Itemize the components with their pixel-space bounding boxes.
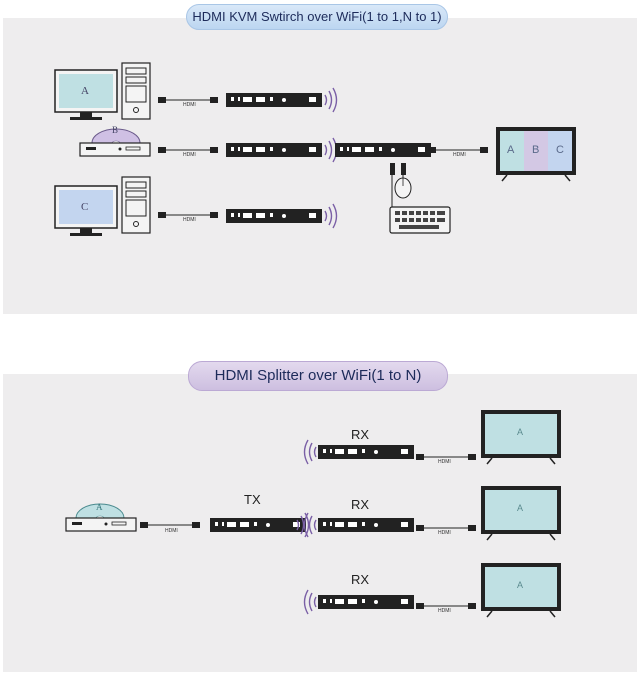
monitor-a-label: A (81, 85, 89, 97)
tv-display-abc (496, 127, 576, 182)
keyboard-icon (389, 206, 451, 234)
hdmi-label: HDMI (438, 459, 451, 465)
wifi-icon (324, 87, 338, 113)
wifi-icon (324, 137, 338, 163)
tx-label: TX (244, 492, 261, 507)
tx-extender (210, 518, 306, 532)
rx-label-3: RX (351, 572, 370, 587)
rx-extender-kvm (335, 143, 431, 157)
dvd-b-label: B (112, 125, 119, 135)
rx-label-1: RX (351, 427, 370, 442)
hdmi-label: HDMI (438, 530, 451, 536)
rx-extender-2 (318, 518, 414, 532)
tv-display-1 (481, 410, 561, 465)
tx-extender-a (226, 93, 322, 107)
wifi-icon (303, 589, 317, 615)
source-label: A (96, 502, 103, 512)
hdmi-label: HDMI (183, 152, 196, 158)
tv-display-3 (481, 563, 561, 618)
wifi-icon (303, 439, 317, 465)
monitor-c (54, 185, 118, 236)
monitor-c-label: C (81, 201, 89, 213)
hdmi-label: HDMI (165, 528, 178, 534)
rx-label-2: RX (351, 497, 370, 512)
tv-label-b: B (532, 144, 540, 156)
dvd-player-b (79, 128, 151, 157)
tv-display-2 (481, 486, 561, 541)
tv-2-label: A (517, 503, 524, 513)
rx-extender-1 (318, 445, 414, 459)
splitter-title: HDMI Splitter over WiFi(1 to N) (188, 361, 448, 391)
tv-label-c: C (556, 144, 564, 156)
hdmi-label: HDMI (438, 608, 451, 614)
hdmi-label: HDMI (183, 102, 196, 108)
mouse-icon (394, 177, 412, 199)
tx-extender-c (226, 209, 322, 223)
hdmi-label: HDMI (183, 217, 196, 223)
wifi-icon (324, 203, 338, 229)
rx-extender-3 (318, 595, 414, 609)
pc-tower-c (121, 176, 151, 234)
hdmi-label: HDMI (453, 152, 466, 158)
wifi-icon (303, 512, 317, 538)
tv-1-label: A (517, 427, 524, 437)
monitor-a (54, 69, 118, 120)
tv-3-label: A (517, 580, 524, 590)
dvd-player-source (65, 503, 137, 532)
tv-label-a: A (507, 144, 515, 156)
pc-tower-a (121, 62, 151, 120)
tx-extender-b (226, 143, 322, 157)
kvm-title: HDMI KVM Swtirch over WiFi(1 to 1,N to 1… (186, 4, 448, 30)
